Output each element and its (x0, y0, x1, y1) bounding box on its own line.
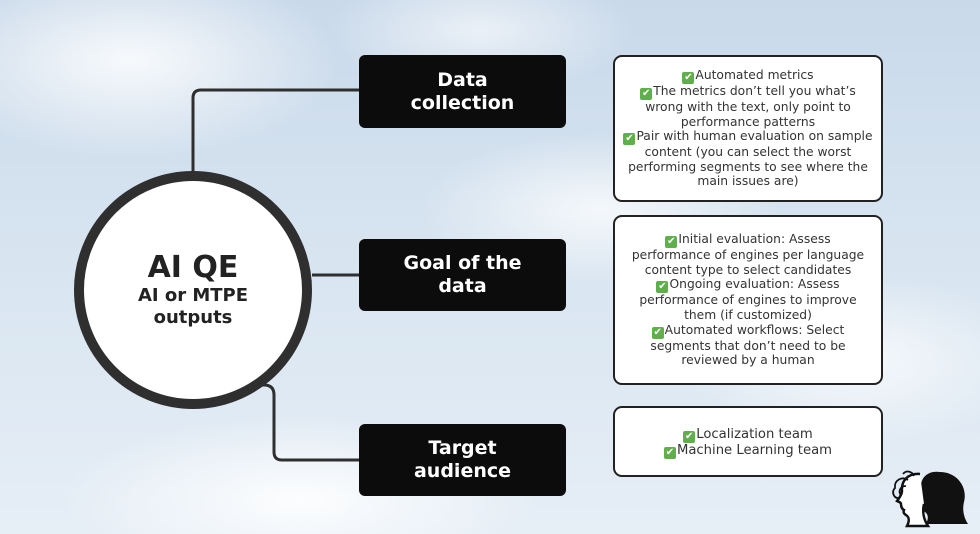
note-line: ✔Machine Learning team (663, 443, 833, 459)
note-line: content (you can select the worst (645, 145, 852, 160)
note-line: them (if customized) (684, 308, 812, 323)
note-line: performance patterns (681, 115, 815, 130)
note-line: ✔Initial evaluation: Assess (665, 232, 831, 249)
note-line-text: Pair with human evaluation on sample (636, 129, 873, 144)
connector-target (236, 383, 359, 462)
note-line: ✔Pair with human evaluation on sample (623, 129, 873, 146)
hub-subtitle-line: outputs (153, 307, 233, 328)
note-line: performance of engines per language (632, 248, 864, 263)
node-goal-of-data: Goal of the data (359, 239, 566, 311)
check-mark-icon: ✔ (682, 72, 695, 85)
note-line: ✔Ongoing evaluation: Assess (656, 277, 840, 294)
note-line-text: content (you can select the worst (644, 145, 852, 160)
note-line-text: Localization team (696, 427, 813, 442)
node-label-line: Target (428, 437, 497, 459)
check-mark-icon: ✔ (665, 236, 678, 249)
node-target-audience: Target audience (359, 424, 566, 496)
profiles-logo-icon (892, 470, 968, 528)
node-label-line: collection (410, 91, 515, 114)
hub-subtitle-line: AI or MTPE (137, 285, 249, 306)
note-line-text: Automated metrics (695, 68, 814, 83)
note-line: main issues are) (697, 174, 798, 189)
node-label-line: audience (413, 460, 512, 482)
note-line: ✔Automated workflows: Select (651, 322, 845, 339)
note-line-text: content type to select candidates (644, 262, 852, 277)
note-line: wrong with the text, only point to (645, 100, 851, 115)
check-mark-icon: ✔ (640, 88, 653, 101)
note-line-text: Automated workflows: Select (664, 322, 845, 337)
node-label-line: Goal of the (403, 252, 522, 274)
note-line: performing segments to see where the (628, 160, 868, 175)
note-line: reviewed by a human (681, 353, 814, 368)
check-mark-icon: ✔ (683, 431, 696, 443)
note-line: ✔The metrics don’t tell you what’s (640, 84, 856, 101)
note-line-text: segments that don’t need to be (650, 338, 846, 353)
note-line-text: The metrics don’t tell you what’s (653, 84, 856, 99)
note-line-text: performance of engines to improve (639, 293, 857, 308)
note-line-text: Initial evaluation: Assess (678, 232, 831, 247)
check-mark-icon: ✔ (663, 447, 676, 459)
node-label-line: Data (437, 68, 488, 91)
hub-title: AI QE (147, 250, 239, 285)
note-line-text: performance of engines per language (631, 248, 865, 263)
note-line-text: wrong with the text, only point to (645, 100, 851, 115)
note-line: content type to select candidates (645, 263, 852, 278)
note-line: ✔Automated metrics (682, 68, 814, 85)
check-mark-icon: ✔ (651, 326, 664, 339)
node-label-line: data (438, 275, 487, 297)
note-line-text: them (if customized) (684, 308, 812, 322)
note-box-target-audience: ✔Localization team✔Machine Learning team (613, 406, 883, 477)
check-mark-icon: ✔ (623, 133, 636, 146)
note-line-text: Machine Learning team (676, 443, 833, 458)
note-line: ✔Localization team (683, 427, 813, 443)
note-line-text: reviewed by a human (681, 353, 815, 368)
note-line-text: Ongoing evaluation: Assess (669, 277, 840, 292)
node-data-collection: Data collection (359, 55, 566, 128)
note-line: segments that don’t need to be (650, 339, 845, 354)
note-line: performance of engines to improve (639, 293, 856, 308)
note-line-text: main issues are) (697, 174, 799, 189)
note-line-text: performing segments to see where the (628, 159, 868, 174)
note-line-text: performance patterns (680, 114, 816, 129)
check-mark-icon: ✔ (656, 281, 669, 294)
connector-data-collection (191, 88, 359, 198)
hub-circle: AI QE AI or MTPE outputs (74, 171, 312, 409)
note-box-data-collection: ✔Automated metrics✔The metrics don’t tel… (613, 55, 883, 202)
